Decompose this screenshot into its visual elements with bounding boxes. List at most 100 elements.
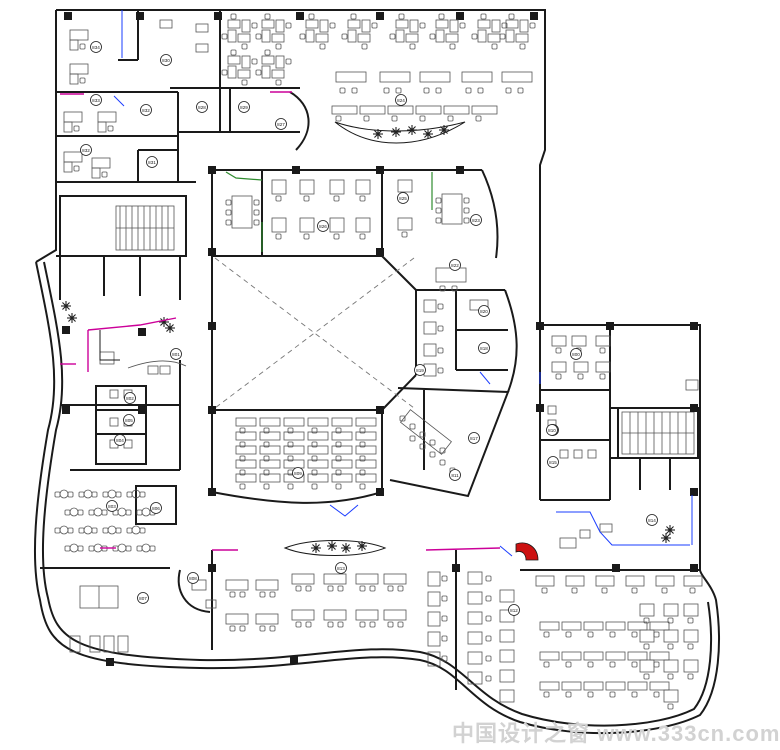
room-tag-828: 828 xyxy=(196,101,208,113)
chair xyxy=(335,115,342,122)
desk xyxy=(355,445,377,455)
plant-icon xyxy=(357,541,367,551)
chair xyxy=(269,591,276,598)
desk xyxy=(69,39,79,51)
chair xyxy=(485,615,492,622)
chair xyxy=(359,233,366,240)
room-tag-833: 833 xyxy=(90,94,102,106)
plant-icon xyxy=(407,125,417,135)
chair xyxy=(687,617,694,624)
chair xyxy=(341,33,348,40)
desk xyxy=(499,609,515,623)
chair xyxy=(435,217,442,224)
room-tag-823: 823 xyxy=(470,214,482,226)
room-number-label: 819 xyxy=(416,368,424,373)
desk xyxy=(235,417,257,427)
desk xyxy=(467,651,483,665)
chair xyxy=(264,49,271,56)
desk xyxy=(227,29,237,43)
chair xyxy=(369,585,376,592)
chair xyxy=(459,22,466,29)
door-lines xyxy=(113,10,693,557)
room-tag-832b: 832 xyxy=(80,144,92,156)
chair xyxy=(419,22,426,29)
desk xyxy=(427,611,441,627)
chair xyxy=(259,591,266,598)
chair xyxy=(359,483,366,490)
red-feature-wall xyxy=(515,542,539,561)
chair xyxy=(327,621,334,628)
desk xyxy=(329,217,345,233)
room-tag-circle xyxy=(150,502,162,514)
chair xyxy=(319,43,326,50)
room-tag-824: 824 xyxy=(395,94,407,106)
chair xyxy=(543,661,550,668)
desk xyxy=(573,449,583,459)
chair xyxy=(435,207,442,214)
desk xyxy=(271,217,287,233)
room-number-label: 829 xyxy=(240,105,248,110)
chair xyxy=(251,58,258,65)
chair xyxy=(350,13,357,20)
desk xyxy=(595,335,611,347)
desk xyxy=(625,575,645,587)
room-number-label: 831 xyxy=(148,160,156,165)
chair xyxy=(643,673,650,680)
chair xyxy=(275,195,282,202)
desk xyxy=(355,417,377,427)
desk xyxy=(97,121,107,133)
chair xyxy=(287,483,294,490)
plant-icon xyxy=(67,313,77,323)
chair xyxy=(667,643,674,650)
round-table xyxy=(83,489,93,499)
chair xyxy=(409,43,416,50)
chair xyxy=(73,125,80,132)
desk xyxy=(499,689,515,703)
desk xyxy=(445,33,459,43)
desk xyxy=(551,335,567,347)
structural-columns xyxy=(62,12,698,666)
chair xyxy=(631,631,638,638)
desk xyxy=(685,379,699,391)
chair xyxy=(102,527,109,534)
chair xyxy=(239,441,246,448)
desk xyxy=(147,365,159,375)
desk xyxy=(231,195,253,229)
desk xyxy=(63,111,83,123)
desk xyxy=(205,599,217,609)
chair xyxy=(239,625,246,632)
round-table xyxy=(117,507,127,517)
chair xyxy=(230,13,237,20)
room-number-label: 813 xyxy=(337,566,345,571)
desk xyxy=(305,19,319,29)
desk xyxy=(355,473,377,483)
desk xyxy=(605,621,626,631)
desk xyxy=(255,579,279,591)
chair xyxy=(295,621,302,628)
glass-partitions xyxy=(60,91,501,551)
chair xyxy=(88,545,95,552)
chair xyxy=(287,455,294,462)
room-tag-circle xyxy=(449,259,461,271)
chair xyxy=(383,87,390,94)
desk xyxy=(627,651,648,661)
chair xyxy=(485,655,492,662)
plant-icon xyxy=(61,301,71,311)
chair xyxy=(439,447,446,454)
chair xyxy=(423,87,430,94)
desk xyxy=(487,33,501,43)
watermark-text: 中国设计之窗 www.333cn.com xyxy=(452,721,780,746)
room-tag-circle xyxy=(160,54,172,66)
desk xyxy=(441,193,463,225)
chair xyxy=(447,115,454,122)
room-tag-circle xyxy=(449,469,461,481)
atrium-void-lines xyxy=(214,257,415,409)
room-number-label: 832 xyxy=(142,108,150,113)
desk xyxy=(261,55,275,65)
chair xyxy=(299,33,306,40)
chair xyxy=(125,545,132,552)
desk xyxy=(103,635,115,653)
chair xyxy=(295,585,302,592)
staircase-right xyxy=(621,411,695,455)
desk xyxy=(579,529,591,539)
